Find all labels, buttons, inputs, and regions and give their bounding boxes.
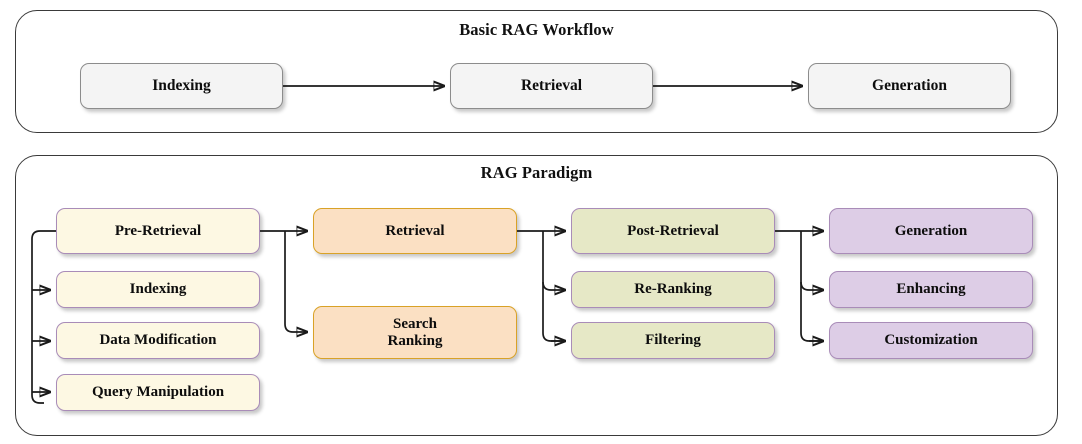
stage-head-post-retrieval[interactable]: Post-Retrieval xyxy=(571,208,775,254)
stage-child-customization[interactable]: Customization xyxy=(829,322,1033,359)
stage-child-query-manipulation[interactable]: Query Manipulation xyxy=(56,374,260,411)
stage-child-re-ranking[interactable]: Re-Ranking xyxy=(571,271,775,308)
stage-child-data-modification[interactable]: Data Modification xyxy=(56,322,260,359)
stage-child-filtering[interactable]: Filtering xyxy=(571,322,775,359)
stage-head-pre-retrieval[interactable]: Pre-Retrieval xyxy=(56,208,260,254)
stage-child-search-ranking[interactable]: Search Ranking xyxy=(313,306,517,359)
stage-head-generation[interactable]: Generation xyxy=(829,208,1033,254)
basic-step-generation[interactable]: Generation xyxy=(808,63,1011,109)
stage-child-enhancing[interactable]: Enhancing xyxy=(829,271,1033,308)
basic-step-retrieval[interactable]: Retrieval xyxy=(450,63,653,109)
stage-child-indexing[interactable]: Indexing xyxy=(56,271,260,308)
stage-head-retrieval[interactable]: Retrieval xyxy=(313,208,517,254)
rag-paradigm-title: RAG Paradigm xyxy=(480,163,593,182)
basic-step-indexing[interactable]: Indexing xyxy=(80,63,283,109)
basic-rag-workflow-title: Basic RAG Workflow xyxy=(459,20,614,39)
